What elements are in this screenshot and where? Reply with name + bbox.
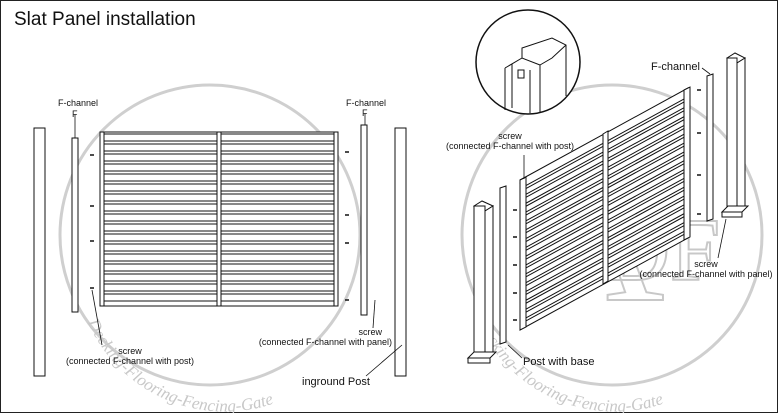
label-screw-topright-line1: screw xyxy=(498,131,522,141)
label-fchannel-right: F-channel xyxy=(651,61,700,73)
label-screw-topright-line2: (connected F-channel with post) xyxy=(445,140,575,151)
watermark-right xyxy=(460,83,764,387)
label-screw-topright: screw (connected F-channel with post) xyxy=(440,131,580,152)
mid-f-channel-screws xyxy=(345,151,349,301)
label-screw-left-line2: (connected F-channel with post) xyxy=(65,355,195,366)
label-fchannel-mid-mark: F xyxy=(362,108,368,118)
label-screw-mid-line1: screw xyxy=(358,327,382,337)
persp-screws-right xyxy=(697,89,701,215)
left-leaders xyxy=(74,113,403,377)
persp-slat-panel xyxy=(519,86,691,331)
label-screw-mid-line2: (connected F-channel with panel) xyxy=(258,336,392,347)
label-screw-mid: screw (connected F-channel with panel) xyxy=(252,327,392,348)
label-screw-right: screw (connected F-channel with panel) xyxy=(636,259,776,280)
label-screw-left-line1: screw xyxy=(118,346,142,356)
label-fchannel-left: F-channel xyxy=(58,98,99,108)
label-fchannel-left-mark: F xyxy=(72,109,78,119)
page-title: Slat Panel installation xyxy=(14,9,196,30)
label-screw-right-line1: screw xyxy=(694,259,718,269)
label-fchannel-mid: F-channel xyxy=(346,98,387,108)
watermark-left xyxy=(58,83,362,387)
persp-f-channel-left xyxy=(499,185,507,345)
left-f-channel xyxy=(71,137,79,313)
persp-f-channel-right xyxy=(706,73,714,222)
label-screw-left: screw (connected F-channel with post) xyxy=(60,346,200,367)
left-f-channel-screws xyxy=(90,154,94,289)
mid-f-channel xyxy=(360,124,368,316)
label-post-with-base: Post with base xyxy=(523,356,595,368)
left-inground-post xyxy=(33,127,46,377)
front-slat-panel xyxy=(99,131,339,307)
right-inground-post xyxy=(394,127,407,377)
right-leaders xyxy=(507,67,727,359)
detail-post-profile xyxy=(504,37,567,113)
detail-circle xyxy=(475,9,581,115)
label-screw-right-line2: (connected F-channel with panel) xyxy=(639,268,773,279)
persp-screws-left xyxy=(513,209,517,321)
post-with-base-left xyxy=(466,200,498,364)
post-with-base-right xyxy=(720,52,750,218)
label-inground-post: inground Post xyxy=(302,376,370,388)
